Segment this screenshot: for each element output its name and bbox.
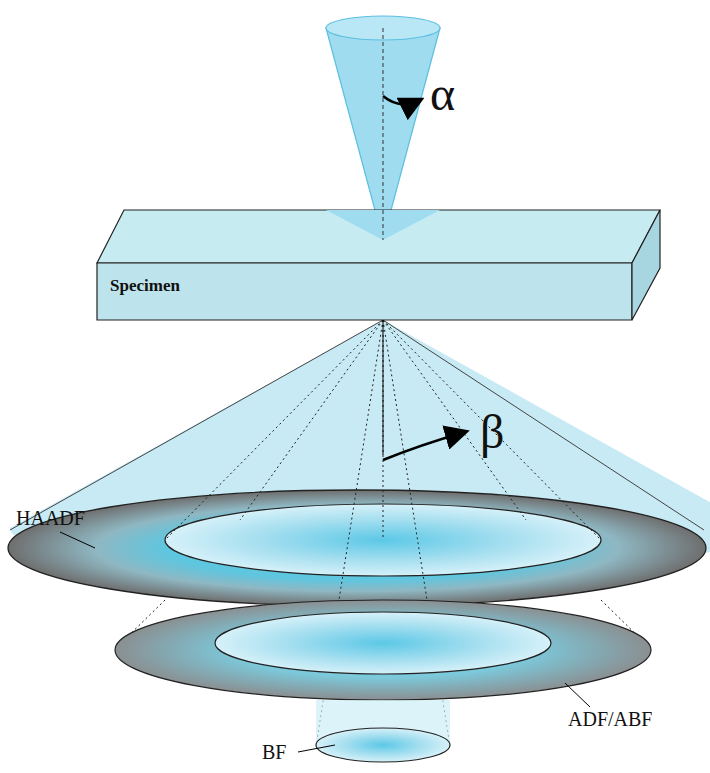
leader-line <box>298 745 335 752</box>
optic-axis <box>383 28 384 238</box>
adf-hole <box>215 612 551 674</box>
leader-line <box>60 532 95 548</box>
haadf-detector <box>8 490 706 606</box>
angle-symbol: α <box>430 66 455 121</box>
detector-label: HAADF <box>16 507 85 530</box>
specimen-top <box>97 210 660 263</box>
bf-detector <box>316 728 450 762</box>
angle-arrow <box>383 432 465 460</box>
specimen-front <box>97 263 632 320</box>
beam-cone <box>326 28 440 240</box>
detector-label: ADF/ABF <box>568 708 652 731</box>
specimen-side <box>632 210 660 320</box>
haadf-hole <box>165 504 601 576</box>
scatter-rays <box>116 320 650 740</box>
angle-symbol: β <box>480 404 504 459</box>
leader-line <box>565 683 590 707</box>
detector-label: BF <box>262 741 286 764</box>
angle-arrow <box>383 96 420 104</box>
specimen-slab: Specimen <box>110 276 270 296</box>
node-text: Specimen <box>110 276 180 295</box>
adf-detector <box>115 600 651 700</box>
